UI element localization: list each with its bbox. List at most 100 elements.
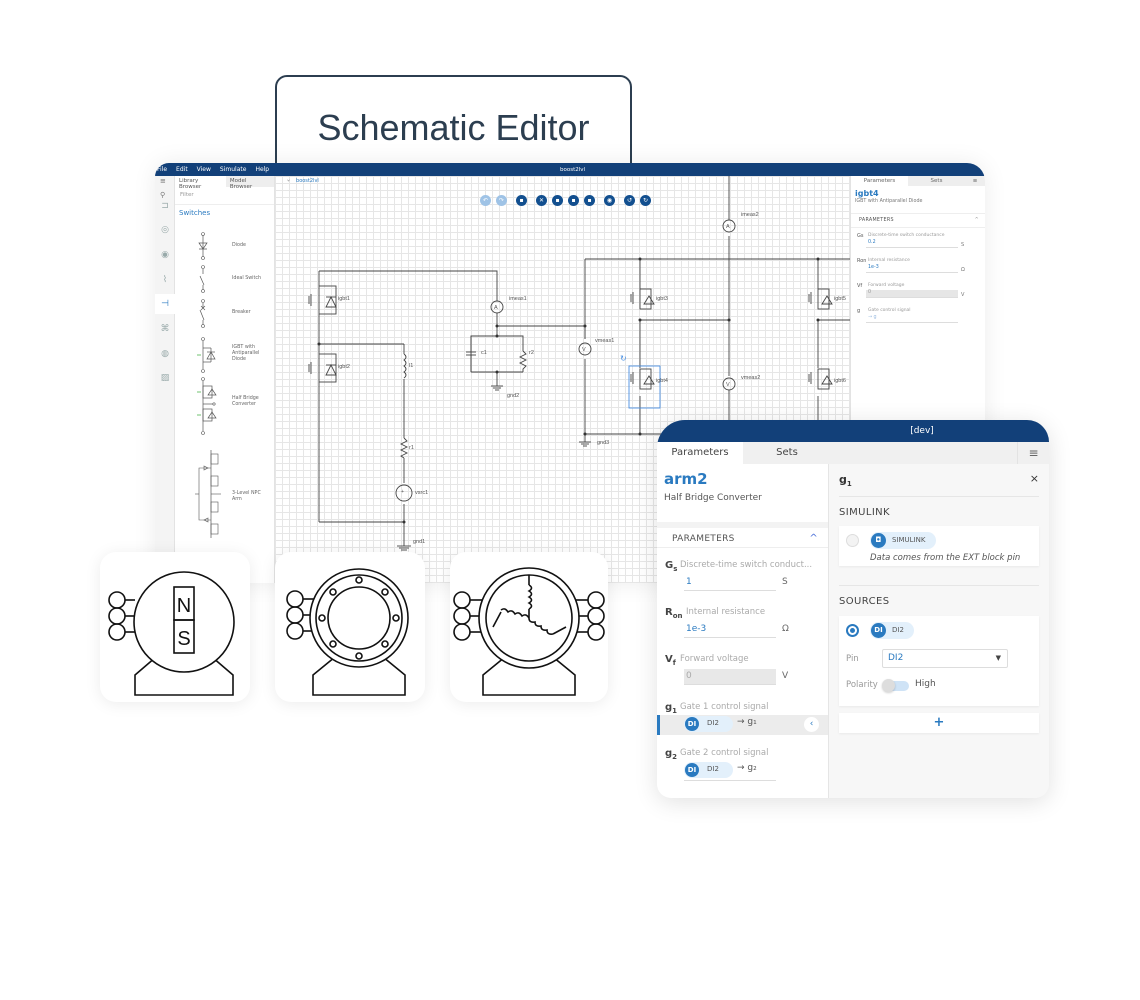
label-igbt1: igbt1 — [338, 296, 350, 302]
svg-text:A: A — [726, 224, 730, 230]
svg-text:V: V — [582, 347, 586, 353]
duplicate-button[interactable]: ▪ — [584, 195, 595, 206]
menu-view[interactable]: View — [196, 166, 211, 173]
copy-button[interactable]: ▪ — [552, 195, 563, 206]
menu-edit[interactable]: Edit — [176, 166, 188, 173]
induction-motor-icon — [286, 568, 409, 696]
hamburger-icon[interactable]: ≡ — [1017, 442, 1049, 464]
signal-chip[interactable]: DI DI2 — [684, 762, 733, 778]
diode-symbol-icon — [198, 232, 208, 260]
component-description: Half Bridge Converter — [664, 493, 762, 503]
motor-card-permanent-magnet[interactable]: N S — [100, 552, 250, 702]
motor-card-synchronous[interactable] — [450, 552, 608, 702]
close-icon[interactable]: × — [1029, 472, 1039, 485]
rotate-right-button[interactable]: ↻ — [640, 195, 651, 206]
label-gnd2: gnd2 — [507, 393, 519, 399]
field-g2[interactable]: g2 Gate 2 control signal DI DI2 → g₂ — [657, 744, 828, 790]
gate-signal-add[interactable]: → g — [866, 315, 958, 323]
vf-input: 0 — [684, 669, 776, 685]
tab-sets[interactable]: Sets — [776, 447, 798, 458]
cut-button[interactable]: ✕ — [536, 195, 547, 206]
motor-card-induction[interactable] — [275, 552, 425, 702]
switch-icon[interactable]: ⊣ — [155, 294, 175, 314]
menu-file[interactable]: File — [157, 166, 168, 173]
label-l1: l1 — [409, 363, 413, 369]
vf-input: 0 — [866, 290, 958, 298]
source-radio[interactable] — [846, 624, 859, 637]
label-igbt5: igbt5 — [834, 296, 846, 302]
di-icon: DI — [685, 763, 699, 777]
library-item-3-level-npc-arm[interactable]: 3-Level NPC Arm — [195, 446, 275, 546]
label-igbt4: igbt4 — [656, 378, 668, 384]
label-igbt6: igbt6 — [834, 378, 846, 384]
category-rail: ⊐ ◎ ◉ ⌇ ⊣ ⌘ ◍ ▨ — [155, 176, 175, 583]
field-ron: Ron Internal resistance 1e-3 Ω — [657, 603, 828, 649]
canvas-toolbar: ↶ ↷ ▪ ✕ ▪ ▪ ▪ ◉ ↺ ↻ — [480, 195, 656, 206]
tab-parameters[interactable]: Parameters — [657, 442, 743, 464]
menu-simulate[interactable]: Simulate — [219, 166, 247, 173]
dropdown-caret-icon: ▼ — [995, 654, 1001, 662]
field-g1[interactable]: g1 Gate 1 control signal DI DI2 → g₁ ‹ — [657, 698, 828, 744]
canvas-tab[interactable]: ⑂boost2lvl — [287, 178, 319, 184]
breaker-symbol-icon — [199, 299, 206, 328]
pin-select[interactable]: DI2 ▼ — [882, 649, 1008, 668]
menu-help[interactable]: Help — [255, 166, 270, 173]
filter-input[interactable]: ⚲ Filter — [160, 187, 274, 205]
transformer-icon[interactable]: ⌘ — [160, 324, 170, 334]
ron-input[interactable]: 1e-3 — [684, 622, 776, 638]
svg-text:+: + — [401, 489, 404, 495]
library-browser: ≡ Library Browser Model Browser ⚲ Filter… — [160, 176, 275, 583]
meter-icon[interactable]: ◉ — [161, 250, 169, 260]
tab-model-browser[interactable]: Model Browser — [225, 176, 274, 190]
svg-text:A: A — [494, 305, 498, 311]
scope-icon[interactable]: ▨ — [160, 373, 170, 383]
redo-button[interactable]: ↷ — [496, 195, 507, 206]
port-icon[interactable]: ⊐ — [161, 201, 169, 211]
label-r2: r2 — [529, 350, 534, 356]
component-name: igbt4 — [855, 189, 879, 198]
collapse-detail-button[interactable]: ‹ — [804, 717, 819, 732]
schematic-editor-window: File Edit View Simulate Help boost2lvl ⊐… — [155, 163, 985, 583]
parameters-section-header[interactable]: PARAMETERS ^ — [657, 522, 828, 548]
polarity-toggle[interactable] — [882, 679, 909, 692]
passive-icon[interactable]: ⌇ — [162, 275, 168, 285]
paste-button[interactable]: ▪ — [568, 195, 579, 206]
signal-chip[interactable]: DI DI2 — [684, 716, 733, 732]
simulink-heading: SIMULINK — [839, 507, 891, 518]
parameters-section-header[interactable]: PARAMETERS^ — [851, 213, 985, 228]
model-icon: ⑂ — [287, 178, 291, 184]
library-item-diode[interactable]: Diode — [195, 231, 275, 261]
sources-heading: SOURCES — [839, 596, 890, 607]
library-item-ideal-switch[interactable]: Ideal Switch — [195, 264, 275, 294]
label-imeas2: imeas2 — [741, 212, 759, 218]
machine-icon[interactable]: ◍ — [161, 349, 169, 359]
label-c1: c1 — [481, 350, 487, 356]
hide-button[interactable]: ◉ — [604, 195, 615, 206]
chevron-up-icon: ^ — [974, 218, 979, 223]
label-vmeas2: vmeas2 — [741, 375, 760, 381]
simulink-radio[interactable] — [846, 534, 859, 547]
dev-panel-title: [dev] — [657, 420, 1049, 442]
tab-library-browser[interactable]: Library Browser — [179, 178, 202, 190]
switch-symbol-icon — [199, 265, 205, 293]
hamburger-icon[interactable]: ≡ — [160, 177, 166, 185]
library-item-breaker[interactable]: Breaker — [195, 298, 275, 330]
gs-input[interactable]: 1 — [684, 575, 776, 591]
field-gate: g Gate control signal → g — [851, 303, 985, 328]
ron-input[interactable]: 1e-3 — [866, 265, 958, 273]
undo-button[interactable]: ↶ — [480, 195, 491, 206]
hamburger-icon[interactable]: ≡ — [965, 176, 985, 186]
library-item-igbt-diode[interactable]: IGBT with Antiparallel Diode — [195, 336, 275, 374]
rotate-left-button[interactable]: ↺ — [624, 195, 635, 206]
simulink-icon: ◘ — [871, 533, 886, 548]
tab-parameters[interactable]: Parameters — [863, 178, 896, 184]
source-icon[interactable]: ◎ — [161, 225, 169, 235]
synchronous-motor-icon — [453, 567, 605, 696]
add-source-button[interactable]: + — [839, 713, 1039, 733]
tab-sets[interactable]: Sets — [908, 176, 965, 186]
library-item-half-bridge[interactable]: Half Bridge Converter — [195, 376, 275, 436]
delete-button[interactable]: ▪ — [516, 195, 527, 206]
svg-text:↻: ↻ — [620, 354, 627, 363]
label-gnd3: gnd3 — [597, 440, 609, 446]
gs-input[interactable]: 0.2 — [866, 240, 958, 248]
